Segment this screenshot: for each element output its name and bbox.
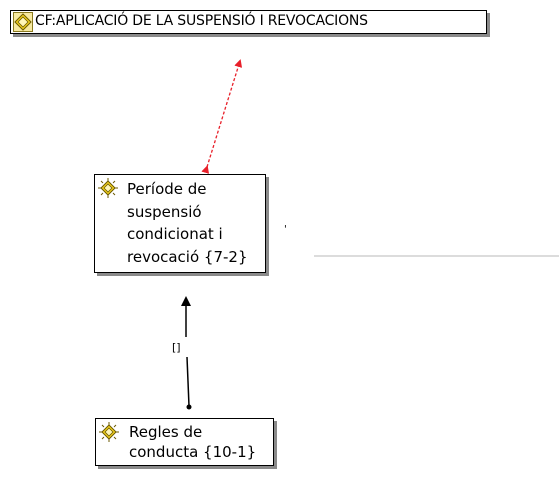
concept-icon (98, 178, 118, 198)
link-segment-lower[interactable] (186, 356, 190, 407)
concept-node-regles-conducta[interactable]: Regles de conducta {10-1} (95, 418, 274, 466)
stray-mark: ' (284, 224, 287, 235)
concept-icon (99, 422, 119, 442)
link-label[interactable]: [] (172, 341, 181, 354)
link-origin-dot (186, 404, 192, 410)
concept-icon (13, 12, 33, 32)
node-label: Període de suspensió condicionat i revoc… (127, 180, 248, 266)
red-bidirectional-link[interactable] (201, 59, 243, 174)
node-label: CF:APLICACIÓ DE LA SUSPENSIÓ I REVOCACIO… (35, 13, 368, 29)
node-label: Regles de conducta {10-1} (129, 423, 257, 461)
concept-node-aplicacio-suspensio[interactable]: CF:APLICACIÓ DE LA SUSPENSIÓ I REVOCACIO… (10, 10, 487, 34)
concept-node-periode-suspensio[interactable]: Període de suspensió condicionat i revoc… (94, 174, 266, 273)
